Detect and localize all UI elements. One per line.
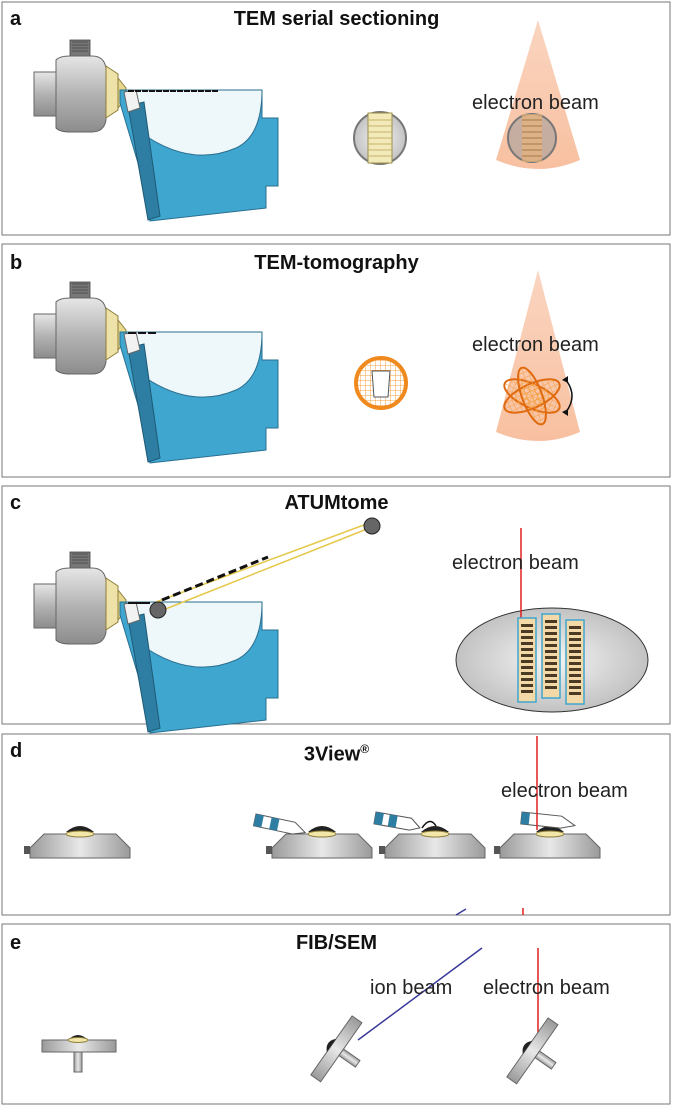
panel-b-beam-cone (496, 270, 580, 441)
tape-section (521, 630, 533, 633)
panel-b-letter: b (10, 252, 23, 274)
tape-section (569, 668, 581, 671)
panel-a-beam-cone (496, 20, 580, 169)
tape-section (569, 692, 581, 695)
panel-a-microtome (33, 39, 279, 222)
tape-section (521, 624, 533, 627)
panel-d-title-mark: ® (360, 742, 370, 756)
tape-section (545, 632, 557, 635)
panel-a-frame (1, 1, 671, 236)
panel-a-grid (353, 111, 407, 165)
panel-d-knife-4 (520, 811, 577, 829)
panel-e-letter: e (10, 932, 22, 954)
tape-section (521, 648, 533, 651)
tape-section (521, 636, 533, 639)
panel-b-grid (354, 356, 408, 410)
panel-d-letter: d (10, 740, 23, 762)
tape-section (569, 632, 581, 635)
panel-c-tape (149, 517, 381, 619)
tape-section (521, 666, 533, 669)
tape-section (569, 644, 581, 647)
tape-section (569, 680, 581, 683)
tape-section (545, 626, 557, 629)
panel-b-beam-label: electron beam (472, 334, 599, 356)
panel-c-title: ATUMtome (284, 492, 389, 514)
panel-b-microtome (33, 281, 279, 464)
panel-e-beam-label: electron beam (483, 977, 610, 999)
panel-b-title: TEM-tomography (254, 252, 419, 274)
tape-section (521, 642, 533, 645)
tape-section (545, 686, 557, 689)
tape-section (545, 638, 557, 641)
tape-section (521, 654, 533, 657)
tape-section (569, 650, 581, 653)
panel-e-frame (1, 923, 671, 1105)
tape-section (569, 686, 581, 689)
tape-section (569, 656, 581, 659)
panel-d-stage-4 (493, 825, 601, 859)
panel-e-ion-label: ion beam (370, 977, 453, 999)
tape-section (569, 674, 581, 677)
panel-a-letter: a (10, 8, 22, 30)
panel-d-knife-3 (373, 811, 421, 831)
panel-e-tilted-stage-2 (506, 1017, 559, 1085)
tape-section (545, 656, 557, 659)
tape-section (545, 680, 557, 683)
panel-d-beam-label: electron beam (501, 780, 628, 802)
tape-section (569, 638, 581, 641)
tape-section (521, 678, 533, 681)
panel-c-letter: c (10, 492, 22, 514)
tape-section (521, 660, 533, 663)
panel-e-stage-flat (41, 1035, 117, 1073)
tape-section (545, 674, 557, 677)
panel-a-beam-label: electron beam (472, 92, 599, 114)
panel-d-stage-3 (378, 825, 486, 859)
panel-e-ion-beam (357, 947, 483, 1041)
panel-d-knife-2 (252, 813, 307, 835)
tape-section (521, 684, 533, 687)
panel-c-tape-strips (517, 613, 585, 705)
panel-e-title: FIB/SEM (295, 932, 378, 954)
panel-a-title: TEM serial sectioning (233, 8, 440, 30)
panel-c-beam-label: electron beam (452, 552, 579, 574)
panel-c-frame (1, 485, 671, 725)
panel-b-frame (1, 243, 671, 478)
tape-section (545, 620, 557, 623)
panel-e-tilted-stage-1 (310, 1015, 363, 1083)
tape-section (545, 644, 557, 647)
tape-section (521, 690, 533, 693)
panel-c-microtome (33, 551, 279, 734)
tape-section (545, 662, 557, 665)
panel-d-title-wrap: 3View® (0, 742, 673, 767)
panel-d-section-curl (421, 820, 437, 829)
tape-section (545, 668, 557, 671)
panel-d-title: 3View (303, 743, 361, 766)
tape-section (545, 650, 557, 653)
panel-d-stage-1 (23, 825, 131, 859)
tape-section (569, 662, 581, 665)
panel-d-frame (1, 733, 671, 916)
tape-section (569, 626, 581, 629)
tape-section (521, 672, 533, 675)
